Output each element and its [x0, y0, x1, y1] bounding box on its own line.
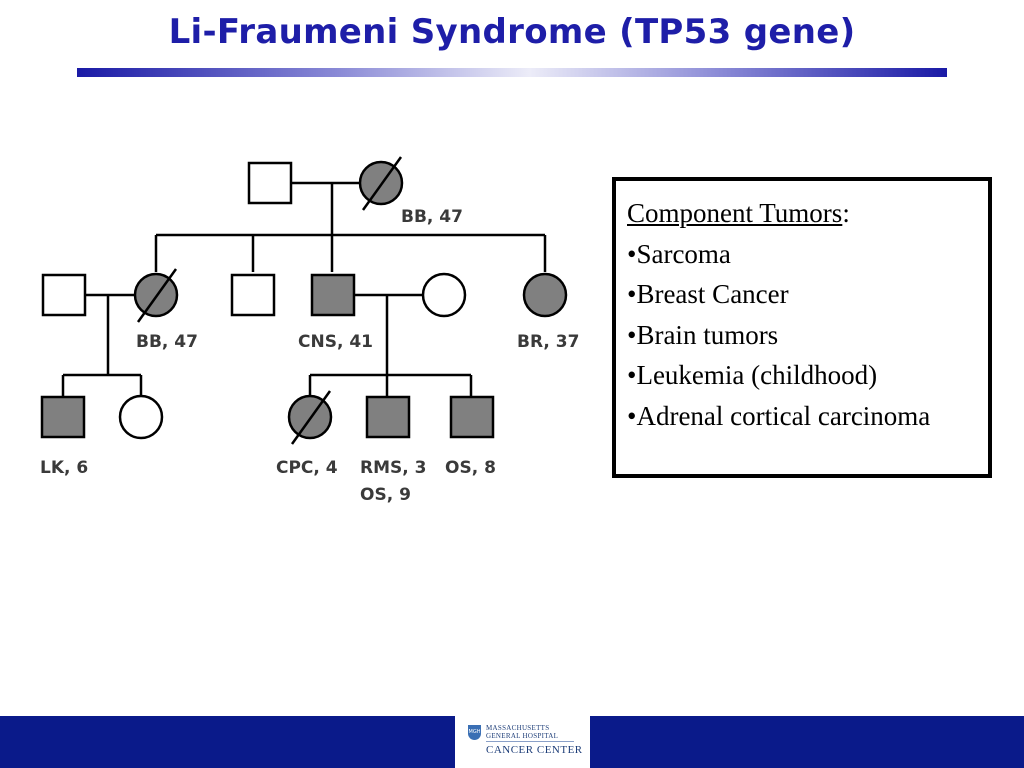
brother-label: CNS, 41	[298, 332, 373, 352]
affected-brother-square	[310, 273, 356, 317]
logo-dept-name: CANCER CENTER	[486, 744, 583, 756]
pedigree-lines	[61, 181, 547, 397]
grandfather-square	[247, 161, 293, 205]
rms-child-label-2: OS, 9	[360, 485, 411, 505]
cpc-child-label: CPC, 4	[276, 458, 338, 478]
mgh-cancer-center-logo: MGH MASSACHUSETTS GENERAL HOSPITAL CANCE…	[455, 716, 590, 768]
unaffected-girl-circle	[118, 394, 164, 440]
rms-child-label: RMS, 3	[360, 458, 426, 478]
brother-in-law-square	[41, 273, 87, 317]
pedigree-chart: BB, 47 BB, 47 CNS, 41 BR, 37 LK, 6 CPC, …	[40, 156, 579, 505]
lk-child-square	[40, 395, 86, 439]
component-tumors-heading: Component Tumors:	[627, 198, 850, 228]
cpc-child-circle-deceased	[287, 390, 333, 445]
sister-circle-deceased	[133, 268, 179, 323]
os-child-square	[449, 395, 495, 439]
title-underline	[77, 68, 947, 77]
tumor-item: •Sarcoma	[627, 238, 731, 269]
youngest-sister-circle	[522, 272, 568, 318]
logo-org-name: MASSACHUSETTS GENERAL HOSPITAL	[486, 724, 559, 740]
tumor-item: •Breast Cancer	[627, 279, 789, 309]
spouse-circle	[421, 272, 467, 318]
slide-title: Li-Fraumeni Syndrome (TP53 gene)	[168, 12, 856, 52]
tumor-item: •Adrenal cortical carcinoma	[627, 400, 931, 431]
logo-divider	[486, 741, 574, 742]
sister-label: BB, 47	[136, 332, 198, 352]
os-child-label: OS, 8	[445, 458, 496, 478]
lk-child-label: LK, 6	[40, 458, 88, 478]
rms-child-square	[365, 395, 411, 439]
tumor-item: •Leukemia (childhood)	[627, 360, 878, 390]
mgh-shield-icon: MGH	[468, 725, 481, 740]
grandmother-label: BB, 47	[401, 207, 463, 227]
youngest-sister-label: BR, 37	[517, 332, 579, 352]
tumor-item: •Brain tumors	[627, 319, 779, 350]
unaffected-brother-square	[230, 273, 276, 317]
component-tumors-box: Component Tumors: •Sarcoma •Breast Cance…	[612, 177, 992, 478]
grandmother-circle-deceased	[358, 156, 404, 211]
